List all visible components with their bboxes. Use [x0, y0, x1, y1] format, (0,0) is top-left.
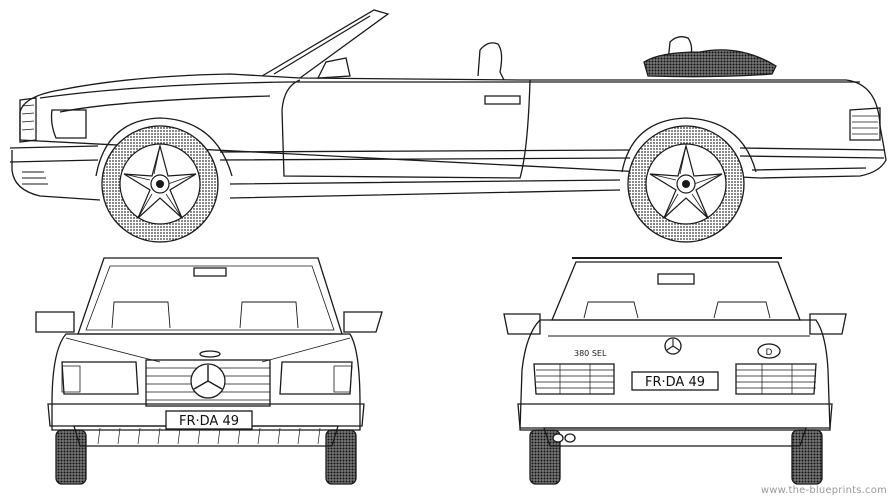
rear-model-badge: 380 SEL [574, 349, 607, 358]
front-body [51, 333, 361, 431]
side-taillight-lines [852, 115, 878, 135]
side-waistline [59, 95, 271, 113]
rear-right-taillight-lines [736, 364, 816, 394]
watermark: www.the-blueprints.com [760, 485, 887, 496]
side-mirror [316, 57, 351, 79]
rear-country-badge-oval [757, 343, 781, 359]
rear-exhaust [552, 433, 576, 443]
rear-seats [583, 301, 771, 319]
front-license-plate [165, 410, 253, 430]
side-windshield [261, 9, 390, 79]
rear-bumper [517, 403, 833, 429]
side-front-spoiler [22, 171, 48, 185]
front-rearview-mirror [193, 267, 227, 277]
side-sill-bottom [229, 167, 867, 185]
side-sill-line [219, 147, 885, 153]
rear-left-taillight [533, 363, 615, 395]
rear-license-plate [631, 371, 719, 391]
rear-right-mirror [809, 313, 847, 335]
front-left-headlight [61, 361, 139, 395]
rear-star-emblem [664, 337, 682, 355]
side-windshield-inner [273, 15, 371, 75]
side-grille [19, 97, 37, 143]
front-star-emblem [190, 363, 226, 399]
front-grille [145, 359, 271, 407]
front-windshield-inner [85, 265, 335, 331]
side-front-wheel [101, 125, 219, 243]
front-hood-ornament [199, 350, 221, 358]
front-plate-text: FR·DA 49 [179, 414, 239, 429]
side-beltline [39, 81, 860, 99]
side-body-outline [11, 73, 887, 201]
side-door [281, 79, 531, 179]
rear-lower-valance [543, 427, 807, 447]
front-left-indicator [61, 365, 81, 393]
rear-left-mirror [503, 313, 541, 335]
front-seats [111, 301, 299, 329]
front-left-mirror [35, 311, 75, 333]
side-taillight [849, 107, 881, 141]
side-headlight [50, 109, 87, 139]
front-right-tyre [325, 429, 357, 485]
front-hood-lines [65, 337, 351, 363]
front-right-mirror [343, 311, 383, 333]
side-rear-arch [621, 117, 757, 173]
side-rear-wheel [627, 125, 745, 243]
side-sill-line-2 [219, 155, 885, 161]
front-right-headlight [279, 361, 353, 395]
side-door-handle [484, 95, 521, 105]
rear-right-taillight [735, 363, 817, 395]
rear-body [519, 319, 831, 431]
side-folded-roof [643, 49, 777, 78]
front-windshield [77, 257, 343, 335]
front-right-indicator [333, 365, 353, 393]
rear-windshield-frame [551, 261, 801, 321]
side-grille-lines [21, 104, 35, 131]
side-front-arch [95, 117, 233, 177]
side-front-headrest [477, 42, 505, 81]
rear-plate-text: FR·DA 49 [645, 375, 705, 390]
rear-view [503, 257, 847, 485]
front-left-tyre [55, 429, 87, 485]
rear-right-tyre [791, 429, 823, 485]
side-view [9, 9, 887, 201]
front-bumper [47, 403, 365, 427]
rear-left-taillight-lines [536, 364, 614, 394]
front-spoiler-vents [97, 427, 321, 445]
rear-country-badge: D [766, 348, 773, 358]
side-front-bumper [9, 145, 99, 163]
rear-rearview-mirror [657, 273, 695, 285]
front-view [35, 257, 383, 485]
